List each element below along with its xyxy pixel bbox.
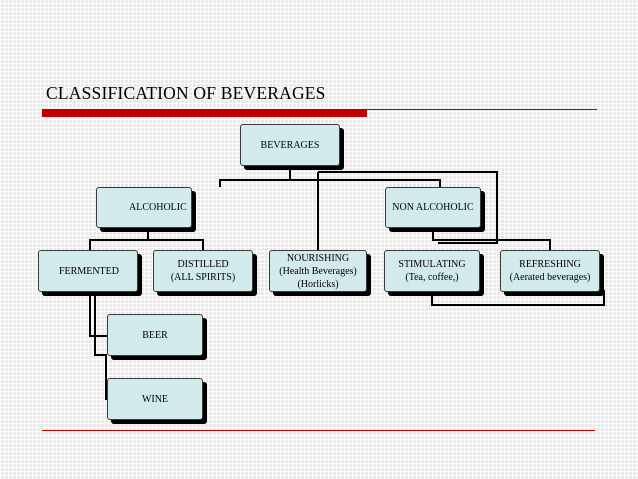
connector-fermented-to-children [89, 292, 107, 400]
connector-alcoholic-to-children [89, 228, 204, 250]
node-nourishing: NOURISHING (Health Beverages) (Horlicks) [269, 250, 367, 292]
node-wine-label: WINE [141, 393, 169, 405]
connector-nonalcoholic-to-children [432, 228, 551, 250]
node-fermented: FERMENTED [38, 250, 138, 292]
connector-root-to-categories [219, 166, 441, 187]
node-beverages-label: BEVERAGES [260, 139, 320, 151]
node-stimulating: STIMULATING (Tea, coffee,) [384, 250, 480, 292]
slide-title: CLASSIFICATION OF BEVERAGES [46, 83, 326, 103]
node-refreshing-line2: (Aerated beverages) [509, 272, 591, 283]
node-alcoholic: ALCOHOLIC [96, 187, 192, 228]
node-stimulating-line1: STIMULATING [398, 259, 466, 270]
node-distilled: DISTILLED (ALL SPIRITS) [153, 250, 253, 292]
title-divider-line [367, 109, 597, 110]
node-non-alcoholic-label: NON ALCOHOLIC [392, 202, 474, 213]
connector-root-to-stimulating [318, 171, 498, 244]
footer-divider-line [42, 430, 595, 431]
connector-refreshing-loop [431, 290, 605, 306]
node-nourishing-line1: NOURISHING [286, 252, 350, 264]
node-distilled-line1: DISTILLED [177, 259, 229, 270]
node-stimulating-line2: (Tea, coffee,) [405, 272, 459, 283]
node-nourishing-line3: (Horlicks) [297, 278, 339, 290]
node-beverages: BEVERAGES [240, 124, 340, 166]
node-distilled-line2: (ALL SPIRITS) [170, 272, 236, 283]
node-beer: BEER [107, 314, 203, 356]
node-non-alcoholic: NON ALCOHOLIC [385, 187, 481, 228]
node-refreshing: REFRESHING (Aerated beverages) [500, 250, 600, 292]
node-wine: WINE [107, 378, 203, 420]
node-refreshing-line1: REFRESHING [519, 259, 581, 270]
node-nourishing-line2: (Health Beverages) [279, 265, 357, 277]
node-fermented-label: FERMENTED [59, 265, 119, 277]
node-beer-label: BEER [142, 329, 168, 341]
title-accent-bar [42, 109, 367, 117]
node-alcoholic-label: ALCOHOLIC [129, 202, 187, 213]
